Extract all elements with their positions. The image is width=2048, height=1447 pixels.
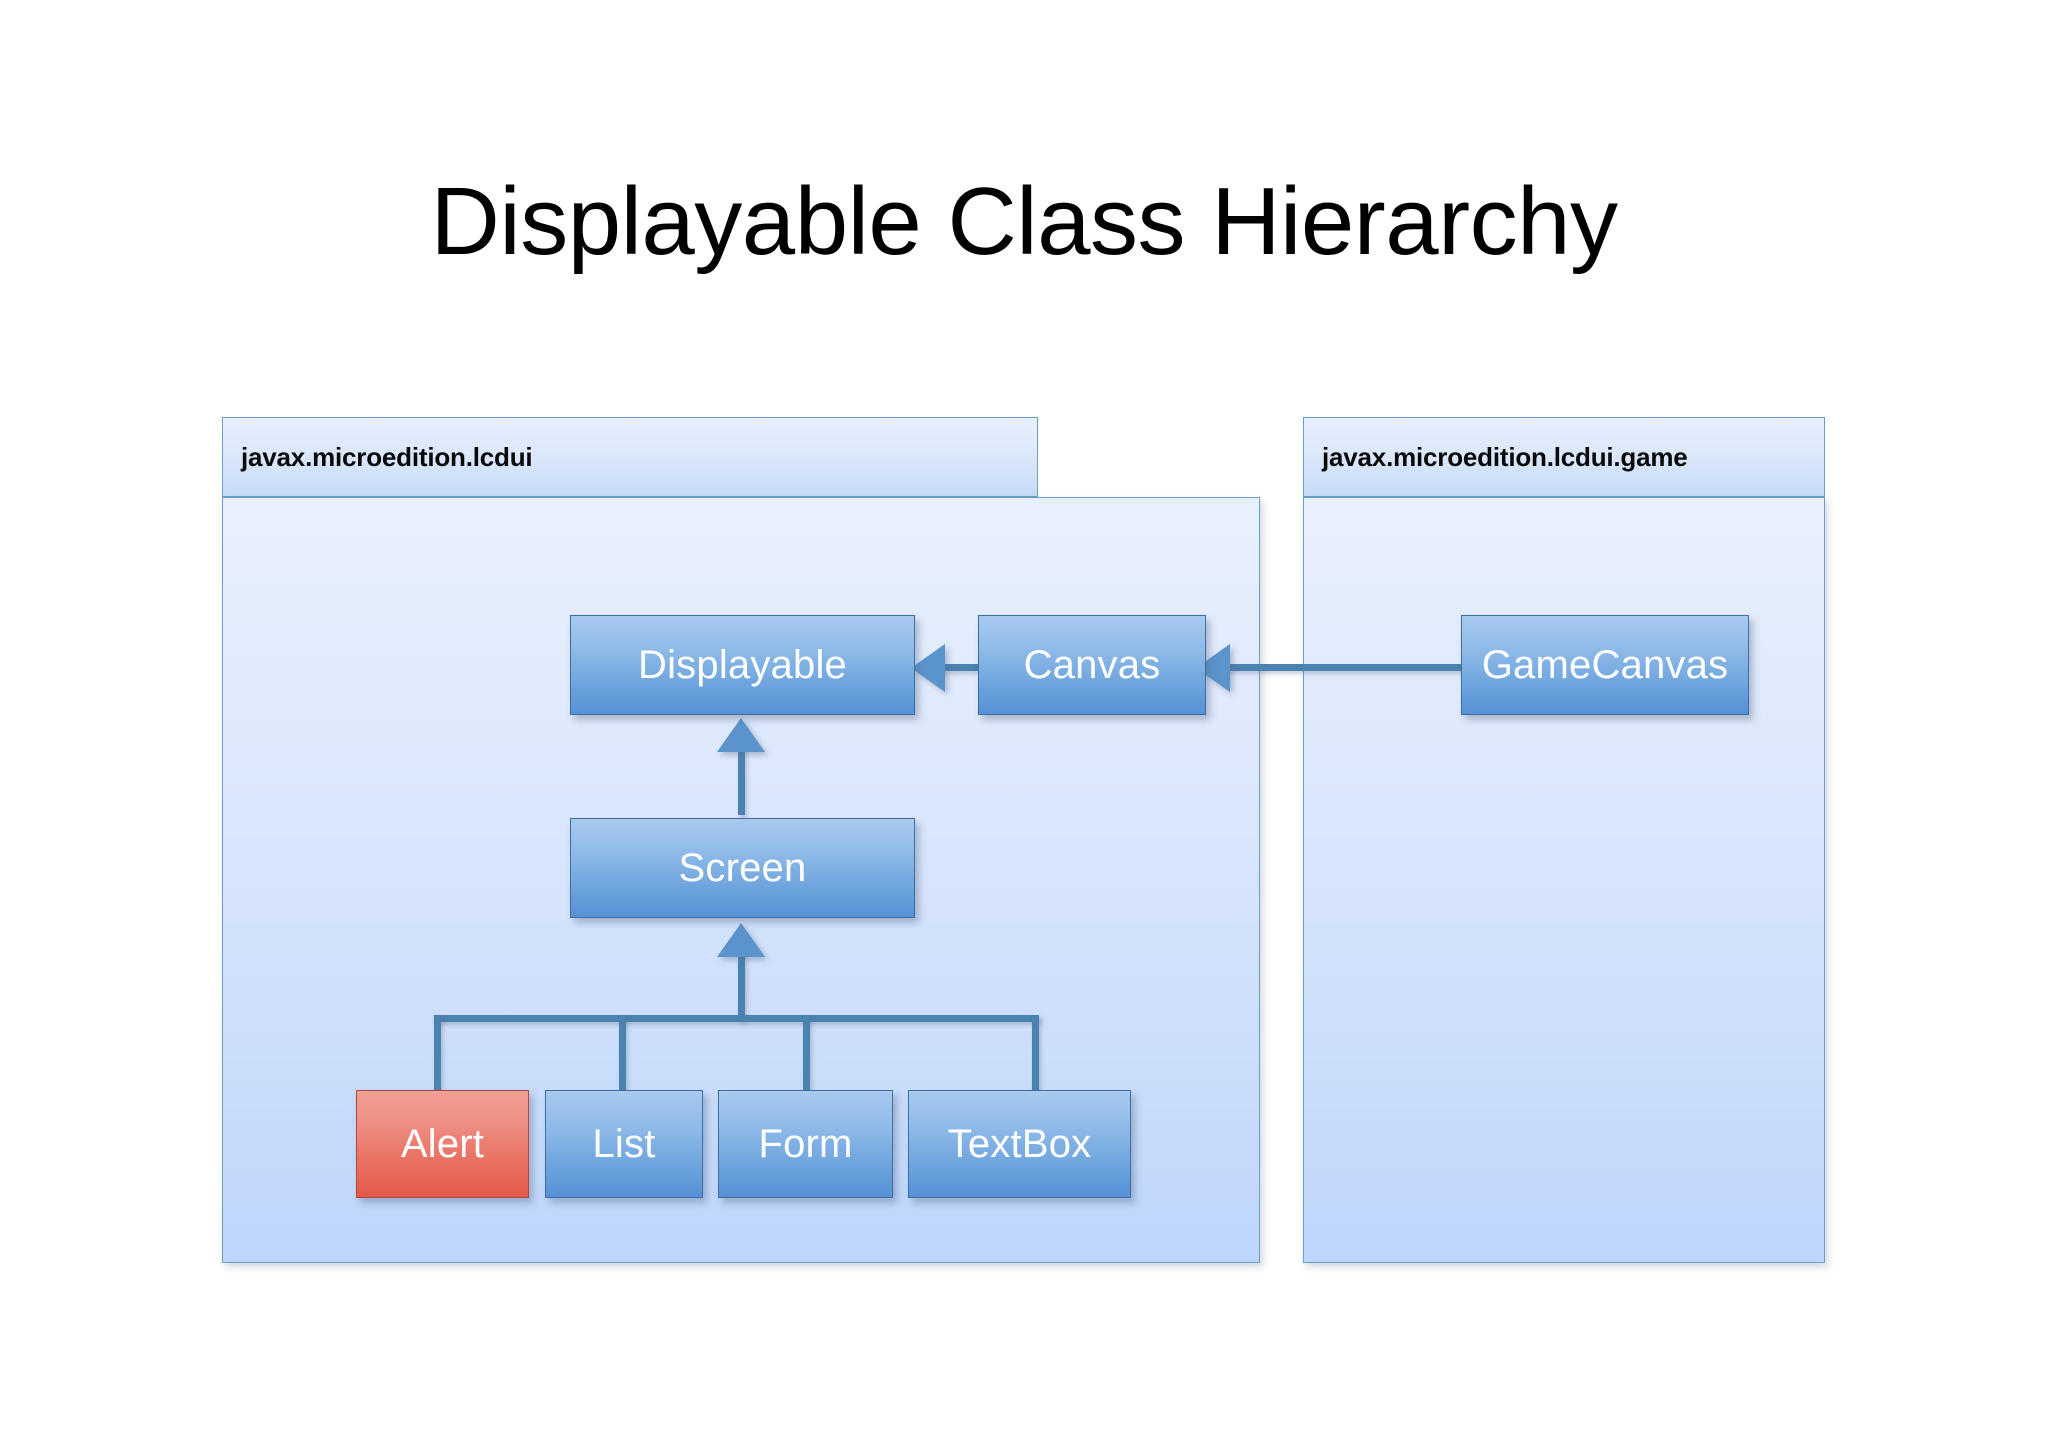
class-box-alert[interactable]: Alert bbox=[356, 1090, 529, 1198]
page-title: Displayable Class Hierarchy bbox=[430, 168, 1618, 275]
edge-screen-to-displayable-line bbox=[738, 745, 745, 815]
leaf-drop-list bbox=[619, 1015, 626, 1090]
leaf-drop-form bbox=[803, 1015, 810, 1090]
class-box-canvas[interactable]: Canvas bbox=[978, 615, 1206, 715]
edge-canvas-to-displayable-line bbox=[923, 664, 980, 671]
class-box-list[interactable]: List bbox=[545, 1090, 703, 1198]
package-lcdui-game: javax.microedition.lcdui.game bbox=[1303, 417, 1825, 1263]
package-lcdui-tab: javax.microedition.lcdui bbox=[222, 417, 1038, 497]
edge-canvas-to-displayable-arrowhead bbox=[911, 644, 945, 692]
edge-leaves-to-screen-arrowhead bbox=[717, 923, 765, 957]
edge-leaves-to-screen-line bbox=[738, 950, 745, 1020]
class-box-textbox[interactable]: TextBox bbox=[908, 1090, 1131, 1198]
leaf-drop-textbox bbox=[1032, 1015, 1039, 1090]
edge-screen-to-displayable-arrowhead bbox=[717, 718, 765, 752]
leaf-drop-alert bbox=[434, 1015, 441, 1090]
class-box-displayable[interactable]: Displayable bbox=[570, 615, 915, 715]
package-lcdui-game-tab: javax.microedition.lcdui.game bbox=[1303, 417, 1825, 497]
leaf-connector-bus bbox=[434, 1015, 1039, 1022]
package-lcdui-label: javax.microedition.lcdui bbox=[241, 441, 533, 472]
class-box-gamecanvas[interactable]: GameCanvas bbox=[1461, 615, 1749, 715]
package-lcdui-game-body bbox=[1303, 497, 1825, 1263]
package-lcdui-game-label: javax.microedition.lcdui.game bbox=[1322, 441, 1688, 472]
edge-gamecanvas-to-canvas-line bbox=[1208, 664, 1462, 671]
class-box-form[interactable]: Form bbox=[718, 1090, 893, 1198]
class-box-screen[interactable]: Screen bbox=[570, 818, 915, 918]
